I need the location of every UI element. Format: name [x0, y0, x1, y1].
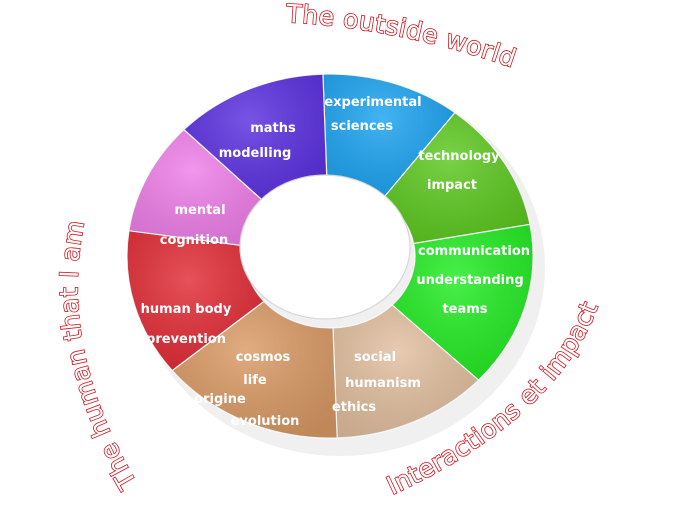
segment-cosmos-label: cosmos [236, 350, 291, 365]
segment-mental-shading [128, 129, 269, 246]
title-outside-world: The outside world [285, 0, 520, 73]
segment-technology-label: impact [427, 178, 477, 193]
segment-social-shading [332, 305, 479, 438]
segment-cosmos-label: origine [194, 392, 246, 407]
segment-communication-label: teams [442, 302, 487, 317]
segment-cosmos-shading [172, 301, 338, 438]
ring-segments [126, 73, 534, 439]
segment-social-label: ethics [332, 400, 376, 415]
segment-labels: experimental sciences technology impact comm… [141, 95, 530, 429]
segment-maths-shading [183, 74, 328, 206]
segment-social-label: social [354, 350, 396, 365]
segment-cosmos-label: life [243, 373, 267, 388]
segment-communication-label: understanding [416, 273, 523, 288]
segment-human-body-label: prevention [146, 332, 226, 347]
segment-mental-label: mental [174, 203, 225, 218]
segment-experimental-shading [322, 74, 455, 200]
ring-hole [239, 174, 411, 320]
segment-social-label: humanism [345, 376, 421, 391]
segment-communication-label: communication [418, 244, 530, 259]
segment-technology-shading [382, 112, 530, 244]
segment-mental-label: cognition [160, 233, 229, 248]
segment-experimental-label: experimental [324, 95, 421, 110]
segment-cosmos-label: evolution [231, 414, 300, 429]
segment-human-body-shading [126, 230, 264, 371]
segment-technology-label: technology [418, 149, 500, 164]
segment-experimental-label: sciences [331, 119, 393, 134]
segment-maths-label: maths [250, 121, 296, 136]
segment-maths-label: modelling [219, 146, 292, 161]
segment-communication-shading [392, 224, 533, 381]
segment-human-body-label: human body [141, 302, 232, 317]
